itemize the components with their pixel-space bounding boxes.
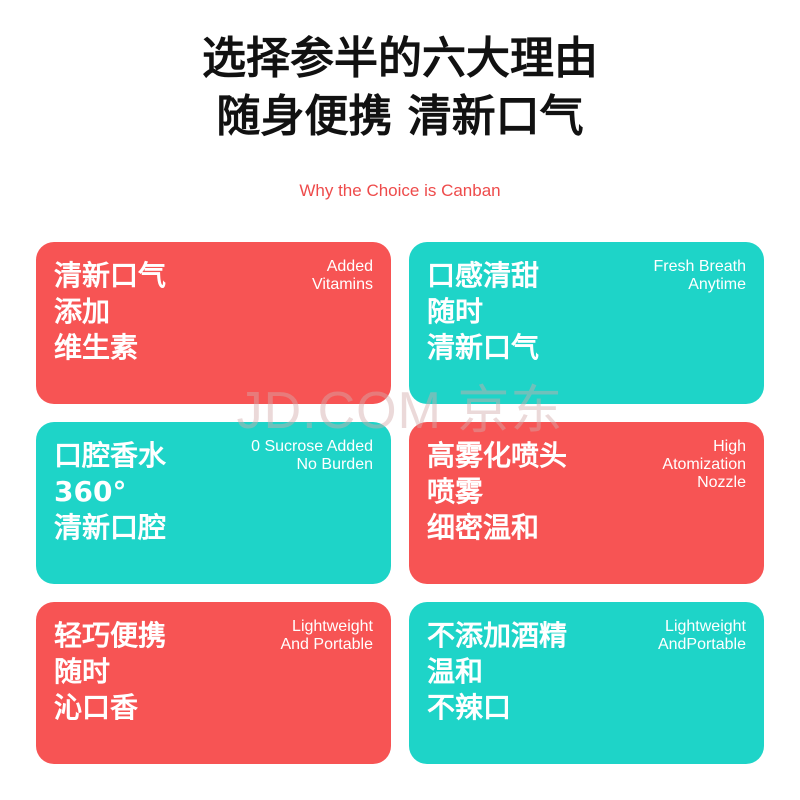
reason-card-sucrose: 口腔香水 360° 清新口腔 0 Sucrose Added No Burden [36, 422, 391, 584]
reason-card-fresh-breath: 口感清甜 随时 清新口气 Fresh Breath Anytime [409, 242, 764, 404]
card-english-text: Fresh Breath Anytime [654, 258, 746, 294]
card-english-line: Nozzle [697, 474, 746, 491]
card-main-text: 轻巧便携 随时 沁口香 [54, 618, 166, 726]
card-english-line: 0 Sucrose Added [251, 438, 373, 455]
card-main-line: 不辣口 [427, 691, 512, 724]
reason-card-vitamins: 清新口气 添加 维生素 Added Vitamins [36, 242, 391, 404]
card-main-line: 口腔香水 [54, 439, 167, 472]
card-english-line: Added [326, 258, 373, 275]
card-main-line: 360° [54, 475, 127, 508]
card-english-line: High [713, 438, 746, 455]
card-main-line: 清新口腔 [54, 511, 167, 544]
card-english-line: Atomization [662, 456, 746, 473]
card-main-line: 沁口香 [54, 691, 139, 724]
card-main-line: 细密温和 [427, 511, 540, 544]
reason-card-portable: 轻巧便携 随时 沁口香 Lightweight And Portable [36, 602, 391, 764]
card-english-text: Lightweight AndPortable [658, 618, 746, 654]
card-english-line: And Portable [280, 636, 373, 653]
card-main-text: 清新口气 添加 维生素 [54, 258, 166, 366]
card-english-line: Vitamins [311, 276, 373, 293]
card-english-line: Fresh Breath [653, 258, 746, 275]
card-main-line: 维生素 [54, 331, 139, 364]
card-main-line: 添加 [54, 295, 111, 328]
card-english-line: AndPortable [657, 636, 746, 653]
reason-card-no-alcohol: 不添加酒精 温和 不辣口 Lightweight AndPortable [409, 602, 764, 764]
card-main-line: 喷雾 [427, 475, 484, 508]
card-english-text: High Atomization Nozzle [662, 438, 746, 492]
reason-card-nozzle: 高雾化喷头 喷雾 细密温和 High Atomization Nozzle [409, 422, 764, 584]
card-english-text: Lightweight And Portable [280, 618, 373, 654]
card-main-text: 口腔香水 360° 清新口腔 [54, 438, 166, 546]
card-english-line: No Burden [296, 456, 374, 473]
headline-line-2: 随身便携 清新口气 [216, 91, 584, 142]
card-main-text: 不添加酒精 温和 不辣口 [427, 618, 567, 726]
card-main-line: 不添加酒精 [427, 619, 568, 652]
card-main-line: 口感清甜 [427, 259, 540, 292]
card-english-text: Added Vitamins [312, 258, 373, 294]
subtitle: Why the Choice is Canban [299, 181, 501, 200]
card-english-line: Anytime [688, 276, 746, 293]
card-main-line: 清新口气 [427, 331, 540, 364]
card-main-line: 轻巧便携 [54, 619, 167, 652]
card-main-line: 高雾化喷头 [427, 439, 568, 472]
card-main-text: 口感清甜 随时 清新口气 [427, 258, 539, 366]
card-english-line: Lightweight [292, 618, 373, 635]
card-main-line: 随时 [54, 655, 111, 688]
card-main-line: 随时 [427, 295, 484, 328]
card-english-text: 0 Sucrose Added No Burden [251, 438, 373, 474]
card-main-line: 温和 [427, 655, 484, 688]
headline-line-1: 选择参半的六大理由 [202, 33, 598, 84]
card-english-line: Lightweight [665, 618, 746, 635]
card-main-line: 清新口气 [54, 259, 167, 292]
card-main-text: 高雾化喷头 喷雾 细密温和 [427, 438, 567, 546]
